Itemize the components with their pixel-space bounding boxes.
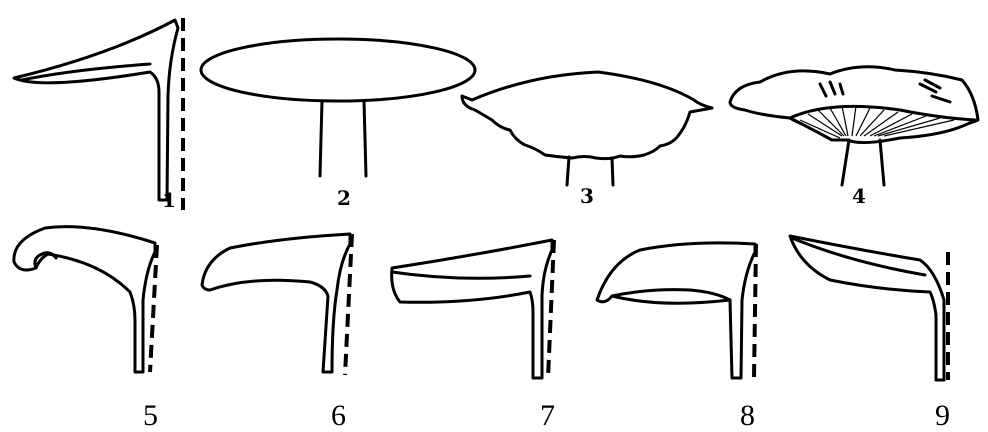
cap-7-outline <box>392 240 552 378</box>
cap-shape-1 <box>14 18 183 210</box>
cap-shape-9 <box>790 236 948 380</box>
cap-8-axis <box>754 244 756 378</box>
cap-4-stem-right <box>880 140 884 185</box>
label-7: 7 <box>540 401 555 431</box>
cap-9-outline <box>790 236 944 380</box>
cap-5-outline <box>14 227 155 372</box>
cap-2-outline <box>201 39 475 101</box>
cap-1-outline <box>14 20 178 200</box>
cap-6-outline <box>202 234 350 372</box>
label-6: 6 <box>331 401 346 431</box>
label-9: 9 <box>935 401 950 431</box>
cap-3-stem-right <box>612 158 613 185</box>
cap-3-outline <box>462 72 712 159</box>
label-4: 4 <box>852 186 866 206</box>
label-1: 1 <box>162 190 176 210</box>
cap-shape-2 <box>201 39 475 176</box>
cap-2-stem-right <box>364 101 366 176</box>
cap-shape-7 <box>392 240 554 378</box>
cap-3-stem-left <box>567 157 569 185</box>
cap-shape-3 <box>462 72 712 185</box>
cap-8-outline <box>597 243 755 378</box>
cap-2-stem-left <box>320 101 322 176</box>
label-5: 5 <box>143 401 158 431</box>
cap-8-inner-line <box>612 296 730 303</box>
cap-shape-6 <box>202 234 352 375</box>
cap-shape-4 <box>730 67 978 185</box>
label-2: 2 <box>337 188 351 208</box>
label-3: 3 <box>580 186 594 206</box>
cap-4-stem-left <box>842 140 849 185</box>
cap-shape-8 <box>597 243 756 378</box>
cap-shape-5 <box>14 227 157 372</box>
label-8: 8 <box>740 401 755 431</box>
